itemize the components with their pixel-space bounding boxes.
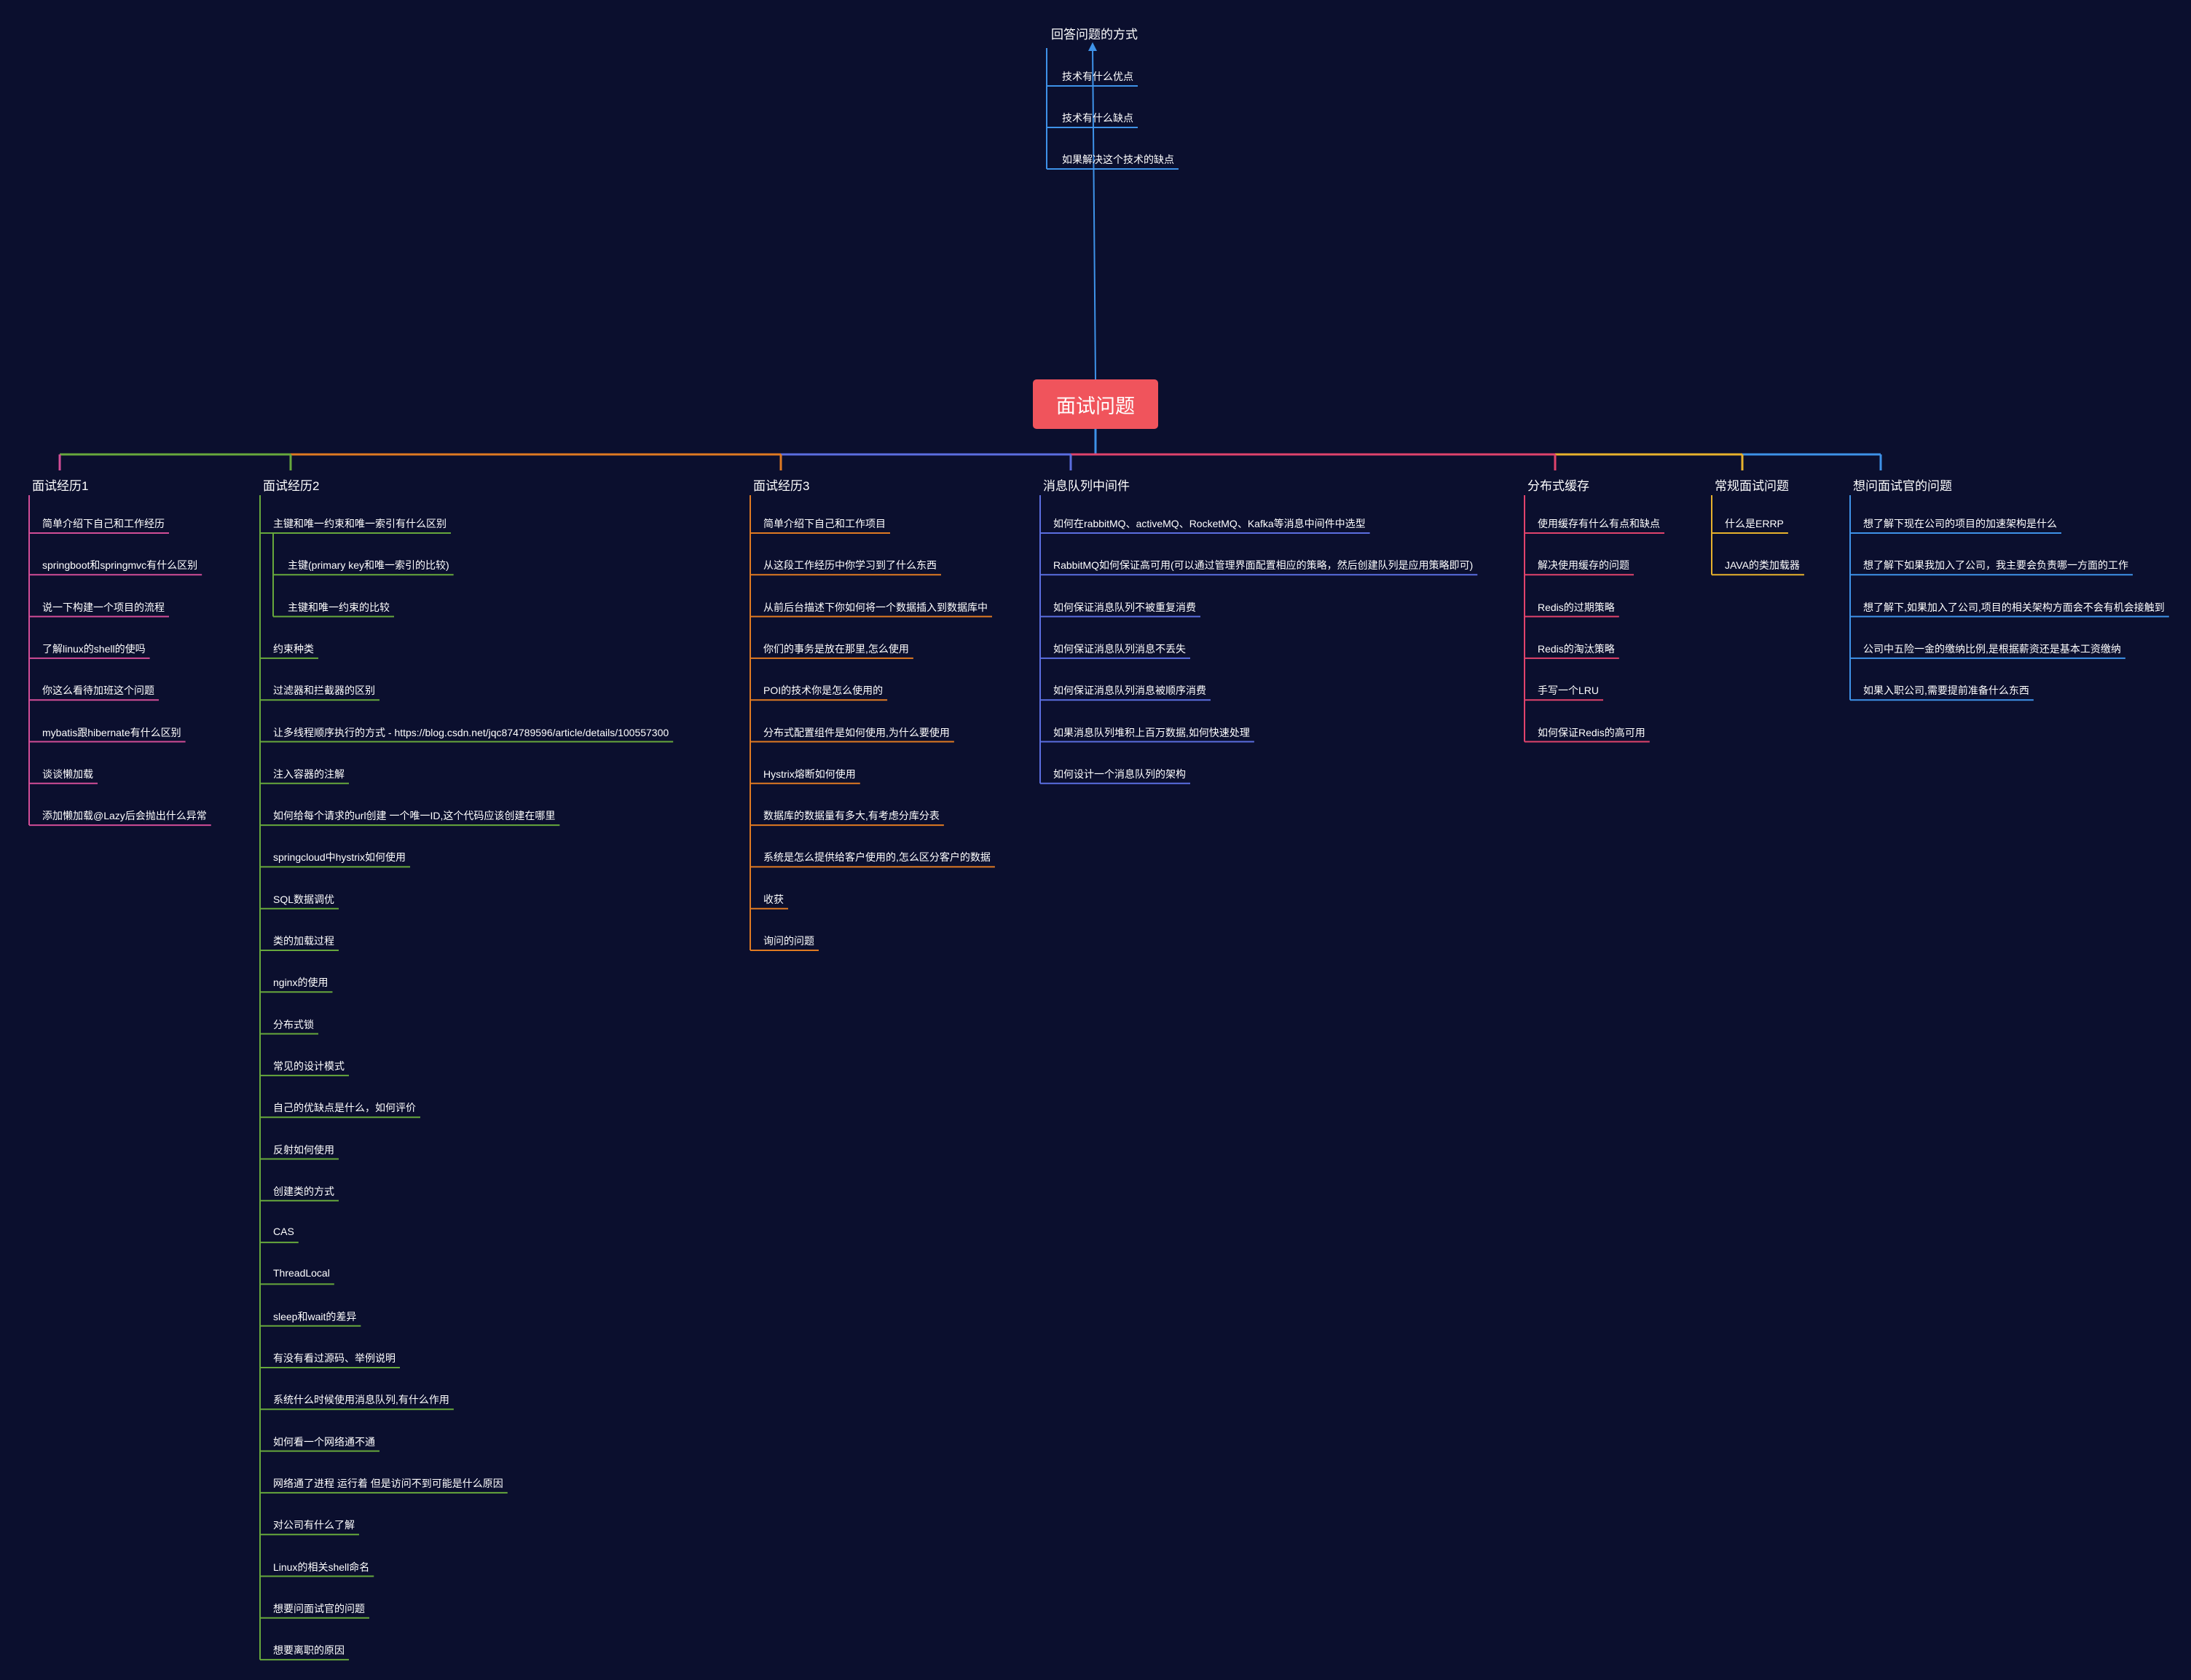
branch-item[interactable]: 常见的设计模式	[273, 1060, 345, 1072]
branch-item[interactable]: 简单介绍下自己和工作经历	[42, 518, 165, 529]
branch-item[interactable]: 简单介绍下自己和工作项目	[763, 518, 886, 529]
branch-item[interactable]: 如果入职公司,需要提前准备什么东西	[1863, 685, 2029, 697]
branch-item[interactable]: CAS	[273, 1226, 294, 1238]
branch-item[interactable]: 询问的问题	[763, 935, 814, 947]
branch-item[interactable]: 了解linux的shell的使吗	[42, 642, 146, 655]
top-branch-item[interactable]: 技术有什么优点	[1062, 71, 1133, 82]
branch-item[interactable]: 收获	[763, 893, 784, 905]
branch-item[interactable]: 你这么看待加班这个问题	[42, 685, 154, 697]
branch-item[interactable]: 说一下构建一个项目的流程	[42, 601, 165, 613]
branch-item[interactable]: 过滤器和拦截器的区别	[273, 685, 375, 697]
branch-item[interactable]: 主键和唯一约束和唯一索引有什么区别	[273, 518, 447, 529]
branch-item[interactable]: 如何保证消息队列消息不丢失	[1053, 642, 1186, 655]
branch-item[interactable]: 分布式锁	[273, 1018, 314, 1030]
branch-item[interactable]: 如何保证消息队列消息被顺序消费	[1053, 685, 1206, 697]
branch-item[interactable]: 自己的优缺点是什么，如何评价	[273, 1102, 416, 1114]
branch-item[interactable]: 注入容器的注解	[273, 768, 345, 780]
branch-item[interactable]: 有没有看过源码、举例说明	[273, 1352, 396, 1364]
branch-title[interactable]: 面试经历2	[263, 479, 320, 493]
branch-item[interactable]: 从这段工作经历中你学习到了什么东西	[763, 559, 937, 572]
branch-item[interactable]: 系统是怎么提供给客户使用的,怎么区分客户的数据	[763, 851, 991, 864]
branch-item[interactable]: 想要离职的原因	[273, 1644, 345, 1657]
branch-item[interactable]: 网络通了进程 运行着 但是访问不到可能是什么原因	[273, 1477, 503, 1489]
branch-item[interactable]: SQL数据调优	[273, 893, 335, 905]
branch-item[interactable]: 公司中五险一金的缴纳比例,是根据薪资还是基本工资缴纳	[1863, 642, 2121, 655]
branch-title[interactable]: 分布式缓存	[1527, 479, 1589, 493]
branch-item[interactable]: 使用缓存有什么有点和缺点	[1538, 518, 1660, 529]
branch-item[interactable]: 谈谈懒加载	[42, 768, 93, 780]
top-branch-item[interactable]: 如果解决这个技术的缺点	[1062, 154, 1174, 165]
branch-item[interactable]: springcloud中hystrix如何使用	[273, 851, 406, 864]
branch-item[interactable]: 分布式配置组件是如何使用,为什么要使用	[763, 726, 950, 738]
branch-item[interactable]: Linux的相关shell命名	[273, 1561, 370, 1573]
branch-item[interactable]: Redis的淘汰策略	[1538, 642, 1615, 655]
branch-item[interactable]: 想了解下,如果加入了公司,项目的相关架构方面会不会有机会接触到	[1863, 601, 2165, 613]
root-to-top-branch-line	[1092, 44, 1096, 380]
top-branch-arrowhead	[1088, 42, 1097, 51]
branch-title[interactable]: 面试经历3	[753, 479, 810, 493]
branch-item[interactable]: 如何保证Redis的高可用	[1538, 726, 1645, 738]
branch-item[interactable]: 约束种类	[273, 642, 314, 655]
branch-title[interactable]: 想问面试官的问题	[1853, 479, 1952, 493]
branch-item[interactable]: 类的加载过程	[273, 935, 334, 947]
branch-subitem[interactable]: 主键和唯一约束的比较	[288, 601, 390, 613]
branch-item[interactable]: 添加懒加载@Lazy后会抛出什么异常	[42, 810, 207, 822]
branch-item[interactable]: RabbitMQ如何保证高可用(可以通过管理界面配置相应的策略，然后创建队列是应…	[1053, 559, 1474, 572]
branch-item[interactable]: 如果消息队列堆积上百万数据,如何快速处理	[1053, 726, 1250, 738]
branch-item[interactable]: 想了解下现在公司的项目的加速架构是什么	[1863, 518, 2057, 529]
branch-item[interactable]: 数据库的数据量有多大,有考虑分库分表	[763, 810, 940, 822]
branch-item[interactable]: nginx的使用	[273, 977, 329, 989]
branch-item[interactable]: 如何设计一个消息队列的架构	[1053, 768, 1186, 780]
branch-item[interactable]: 什么是ERRP	[1725, 518, 1784, 529]
branch-item[interactable]: 你们的事务是放在那里,怎么使用	[763, 642, 909, 655]
branch-title[interactable]: 面试经历1	[32, 479, 89, 493]
branch-item[interactable]: 创建类的方式	[273, 1185, 334, 1197]
branch-item[interactable]: Hystrix熔断如何使用	[763, 768, 856, 780]
branch-item[interactable]: 反射如何使用	[273, 1143, 334, 1156]
branch-item[interactable]: ThreadLocal	[273, 1267, 330, 1279]
branch-title[interactable]: 消息队列中间件	[1043, 479, 1130, 493]
branch-item[interactable]: POI的技术你是怎么使用的	[763, 685, 884, 697]
branch-title[interactable]: 常规面试问题	[1715, 479, 1789, 493]
branch-item[interactable]: JAVA的类加载器	[1725, 559, 1800, 572]
branch-item[interactable]: 如何保证消息队列不被重复消费	[1053, 601, 1196, 613]
branch-subitem[interactable]: 主键(primary key和唯一索引的比较)	[288, 559, 449, 572]
branch-item[interactable]: 如何看一个网络通不通	[273, 1435, 375, 1448]
root-node[interactable]: 面试问题	[1033, 379, 1158, 429]
branch-item[interactable]: Redis的过期策略	[1538, 601, 1615, 613]
branch-item[interactable]: sleep和wait的差异	[273, 1310, 357, 1322]
branch-item[interactable]: 让多线程顺序执行的方式 - https://blog.csdn.net/jqc8…	[273, 726, 669, 738]
branch-item[interactable]: 从前后台描述下你如何将一个数据插入到数据库中	[763, 601, 988, 613]
branch-item[interactable]: 想要问面试官的问题	[273, 1602, 365, 1614]
branch-item[interactable]: 如何在rabbitMQ、activeMQ、RocketMQ、Kafka等消息中间…	[1053, 518, 1366, 529]
branch-item[interactable]: 想了解下如果我加入了公司，我主要会负责哪一方面的工作	[1863, 559, 2128, 572]
branch-item[interactable]: springboot和springmvc有什么区别	[42, 559, 198, 572]
branch-item[interactable]: 系统什么时候使用消息队列,有什么作用	[273, 1394, 449, 1406]
branch-item[interactable]: mybatis跟hibernate有什么区别	[42, 726, 181, 738]
top-branch-item[interactable]: 技术有什么缺点	[1062, 112, 1133, 124]
branch-item[interactable]: 对公司有什么了解	[273, 1519, 355, 1531]
top-branch-title[interactable]: 回答问题的方式	[1051, 28, 1138, 42]
branch-item[interactable]: 解决使用缓存的问题	[1538, 559, 1629, 572]
branch-item[interactable]: 手写一个LRU	[1538, 685, 1600, 697]
branch-item[interactable]: 如何给每个请求的url创建 一个唯一ID,这个代码应该创建在哪里	[273, 810, 556, 822]
